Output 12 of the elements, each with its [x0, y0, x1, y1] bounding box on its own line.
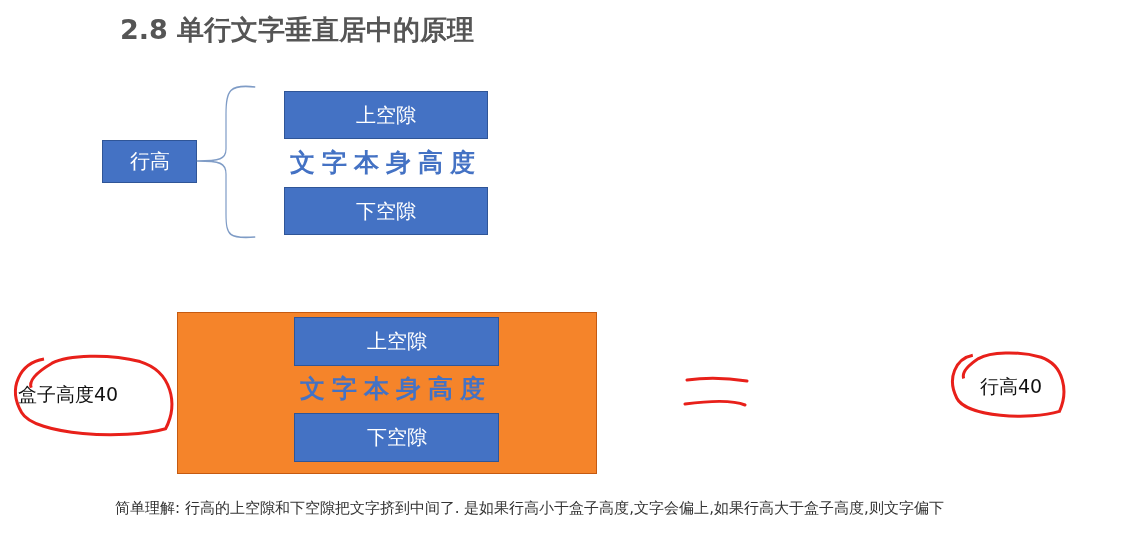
top-gap-box: 上空隙 [284, 91, 488, 139]
circled-note: 盒子高度40 [12, 355, 172, 437]
text-height-label: 文字本身高度 [290, 147, 482, 179]
slide-title: 2.8 单行文字垂直居中的原理 [120, 13, 475, 47]
caption: 简单理解: 行高的上空隙和下空隙把文字挤到中间了. 是如果行高小于盒子高度,文字会偏上,如果行高大于盒子高度,则文字偏下 [115, 499, 944, 518]
bottom-gap-box: 下空隙 [294, 413, 499, 462]
top-gap-box: 上空隙 [294, 317, 499, 366]
circled-note: 行高40 [950, 352, 1064, 418]
container-box [177, 312, 597, 474]
line-height-box: 行高 [102, 140, 197, 183]
text-height-label: 文字本身高度 [300, 373, 492, 405]
bottom-gap-box: 下空隙 [284, 187, 488, 235]
